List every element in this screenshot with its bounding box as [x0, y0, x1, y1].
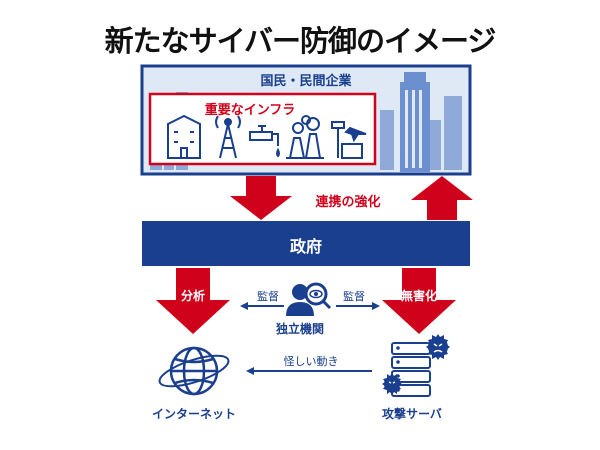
cooperation-label: 連携の強化 [315, 195, 381, 210]
government-label: 政府 [289, 237, 322, 256]
diagram-title: 新たなサイバー防御のイメージ [104, 24, 497, 58]
arrow-analysis [156, 268, 230, 334]
malware-bug-icon-small [382, 373, 402, 395]
independent-body-label: 独立機関 [275, 322, 324, 336]
airport-icon [331, 121, 367, 159]
arrow-up-to-citizens [411, 176, 473, 220]
office-building-icon [167, 114, 201, 159]
attack-server-label: 攻撃サーバ [382, 407, 442, 421]
skyscraper-icon [400, 72, 430, 172]
analysis-label: 分析 [180, 289, 205, 303]
infra-label: 重要なインフラ [204, 103, 296, 118]
power-plant-icon [286, 115, 324, 159]
internet-globe-icon [158, 346, 230, 396]
radio-tower-icon [215, 115, 241, 159]
suspicious-activity-label: 怪しい動き [283, 355, 339, 368]
neutralize-label: 無害化 [400, 289, 437, 303]
malware-bug-icon [426, 334, 450, 360]
arrow-neutralize [382, 268, 456, 334]
arrow-down-to-government [230, 176, 292, 220]
internet-label: インターネット [151, 407, 236, 421]
government-bar [142, 221, 470, 266]
person-inspector-icon [286, 282, 332, 316]
citizens-label: 国民・民間企業 [260, 74, 352, 89]
supervision-left-label: 監督 [257, 290, 279, 303]
supervision-right-label: 監督 [343, 290, 365, 303]
water-faucet-icon [249, 125, 280, 158]
